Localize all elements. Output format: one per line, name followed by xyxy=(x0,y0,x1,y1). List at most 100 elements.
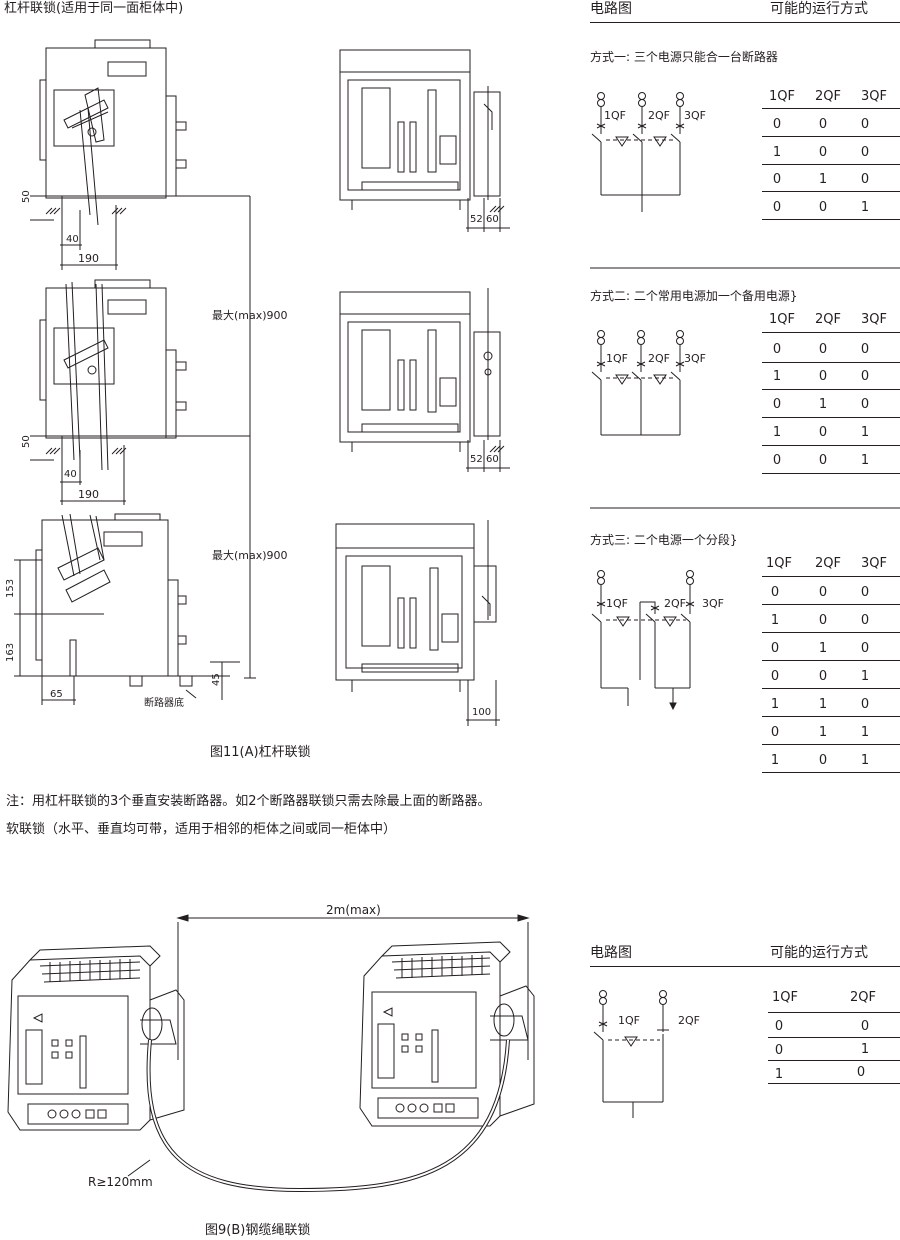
front-view-3 xyxy=(335,520,497,692)
table-cell: 1 xyxy=(772,425,782,440)
fig-b-caption: 图9(B)钢缆绳联锁 xyxy=(205,1223,311,1238)
table-cell: 1 xyxy=(860,200,870,215)
dim-100: 100 xyxy=(472,707,492,718)
breaker-left-isometric xyxy=(7,945,185,1131)
table-rule xyxy=(762,576,900,577)
mode3-label-2qf: 2QF xyxy=(664,597,686,610)
circuit-mode-3 xyxy=(591,570,695,711)
cable-interlock-drawing xyxy=(7,914,535,1193)
table-header: 2QF xyxy=(815,312,841,327)
dim-65: 65 xyxy=(50,689,63,700)
table-cell: 1 xyxy=(772,145,782,160)
table-rule xyxy=(768,1037,900,1038)
cable-length-label: 2m(max) xyxy=(326,903,381,917)
mode2-label-2qf: 2QF xyxy=(648,352,670,365)
table-cell: 1 xyxy=(860,669,870,684)
mode3-title: 方式三: 二个电源一个分段} xyxy=(590,533,738,547)
side-view-breaker-3 xyxy=(20,513,230,687)
lever-interlock-drawing xyxy=(14,39,510,726)
table-cell: 0 xyxy=(818,453,828,468)
circuit-mode-1 xyxy=(591,92,685,212)
table-cell: 0 xyxy=(860,172,870,187)
cable-radius-label: R≥120mm xyxy=(88,1175,153,1189)
table-cell: 1 xyxy=(818,397,828,412)
dim-190-a: 190 xyxy=(78,252,99,265)
table-rule xyxy=(762,688,900,689)
table-cell: 0 xyxy=(770,669,780,684)
dim-40-a: 40 xyxy=(66,234,79,245)
table-header: 1QF xyxy=(766,556,792,571)
table-cell: 1 xyxy=(770,613,780,628)
table-header: 2QF xyxy=(815,556,841,571)
mode4-label-2qf: 2QF xyxy=(678,1014,700,1027)
base-label: 断路器底 xyxy=(144,698,184,709)
note-line-2: 软联锁（水平、垂直均可带，适用于相邻的柜体之间或同一柜体中） xyxy=(6,822,397,837)
table-rule xyxy=(768,1060,900,1061)
table-cell: 0 xyxy=(818,753,828,768)
circuit-header: 电路图 xyxy=(590,1,632,17)
table-rule xyxy=(762,332,900,333)
table-cell: 0 xyxy=(860,613,870,628)
table-cell: 1 xyxy=(818,725,828,740)
table-rule xyxy=(762,716,900,717)
table-header: 2QF xyxy=(815,89,841,104)
front-view-1 xyxy=(339,49,501,210)
table-cell: 0 xyxy=(860,369,870,384)
mode2-label-3qf: 3QF xyxy=(684,352,706,365)
table-cell: 1 xyxy=(860,753,870,768)
dim-60-b: 60 xyxy=(486,454,499,465)
mode2-title: 方式二: 二个常用电源加一个备用电源} xyxy=(590,289,798,303)
table-cell: 0 xyxy=(772,200,782,215)
mode4-label-1qf: 1QF xyxy=(618,1014,640,1027)
table-cell: 0 xyxy=(860,117,870,132)
table-cell: 0 xyxy=(818,145,828,160)
table-cell: 1 xyxy=(770,697,780,712)
table-header: 1QF xyxy=(769,89,795,104)
table-cell: 0 xyxy=(772,172,782,187)
table-cell: 1 xyxy=(818,697,828,712)
table-cell: 0 xyxy=(772,397,782,412)
table-cell: 1 xyxy=(770,753,780,768)
mode3-label-1qf: 1QF xyxy=(606,597,628,610)
table-cell: 1 xyxy=(860,725,870,740)
table-rule xyxy=(762,389,900,390)
table-header: 1QF xyxy=(772,990,798,1005)
circuit-mode-4 xyxy=(593,990,669,1118)
table-rule xyxy=(762,164,900,165)
table-header: 3QF xyxy=(861,312,887,327)
table-cell: 0 xyxy=(860,397,870,412)
front-view-2 xyxy=(339,288,501,452)
table-rule xyxy=(762,744,900,745)
table-rule xyxy=(762,219,900,220)
top-title: 杠杆联锁(适用于同一面柜体中) xyxy=(4,1,184,16)
table-rule xyxy=(762,108,900,109)
table-rule xyxy=(762,772,900,773)
circuit-header-2: 电路图 xyxy=(590,945,632,961)
table-cell: 1 xyxy=(774,1067,784,1082)
table-rule xyxy=(762,136,900,137)
table-cell: 0 xyxy=(818,342,828,357)
table-cell: 0 xyxy=(818,425,828,440)
modes-header-2: 可能的运行方式 xyxy=(770,945,868,961)
dim-52-a: 52 xyxy=(470,214,483,225)
dim-max900-b: 最大(max)900 xyxy=(212,549,288,562)
dim-190-b: 190 xyxy=(78,488,99,501)
table-cell: 1 xyxy=(860,1042,870,1057)
table-cell: 0 xyxy=(770,641,780,656)
breaker-right-isometric xyxy=(359,941,535,1127)
table-cell: 0 xyxy=(860,585,870,600)
circuit-mode-2 xyxy=(591,330,685,436)
table-cell: 0 xyxy=(818,200,828,215)
table-cell: 0 xyxy=(774,1019,784,1034)
table-cell: 0 xyxy=(772,117,782,132)
dim-60-a: 60 xyxy=(486,214,499,225)
header-rule xyxy=(590,22,900,23)
table-cell: 1 xyxy=(860,425,870,440)
table-rule xyxy=(762,445,900,446)
table-rule xyxy=(762,362,900,363)
header-rule-2 xyxy=(590,966,900,967)
modes-header: 可能的运行方式 xyxy=(770,1,868,17)
table-header: 3QF xyxy=(861,89,887,104)
table-header: 1QF xyxy=(769,312,795,327)
table-cell: 0 xyxy=(818,613,828,628)
